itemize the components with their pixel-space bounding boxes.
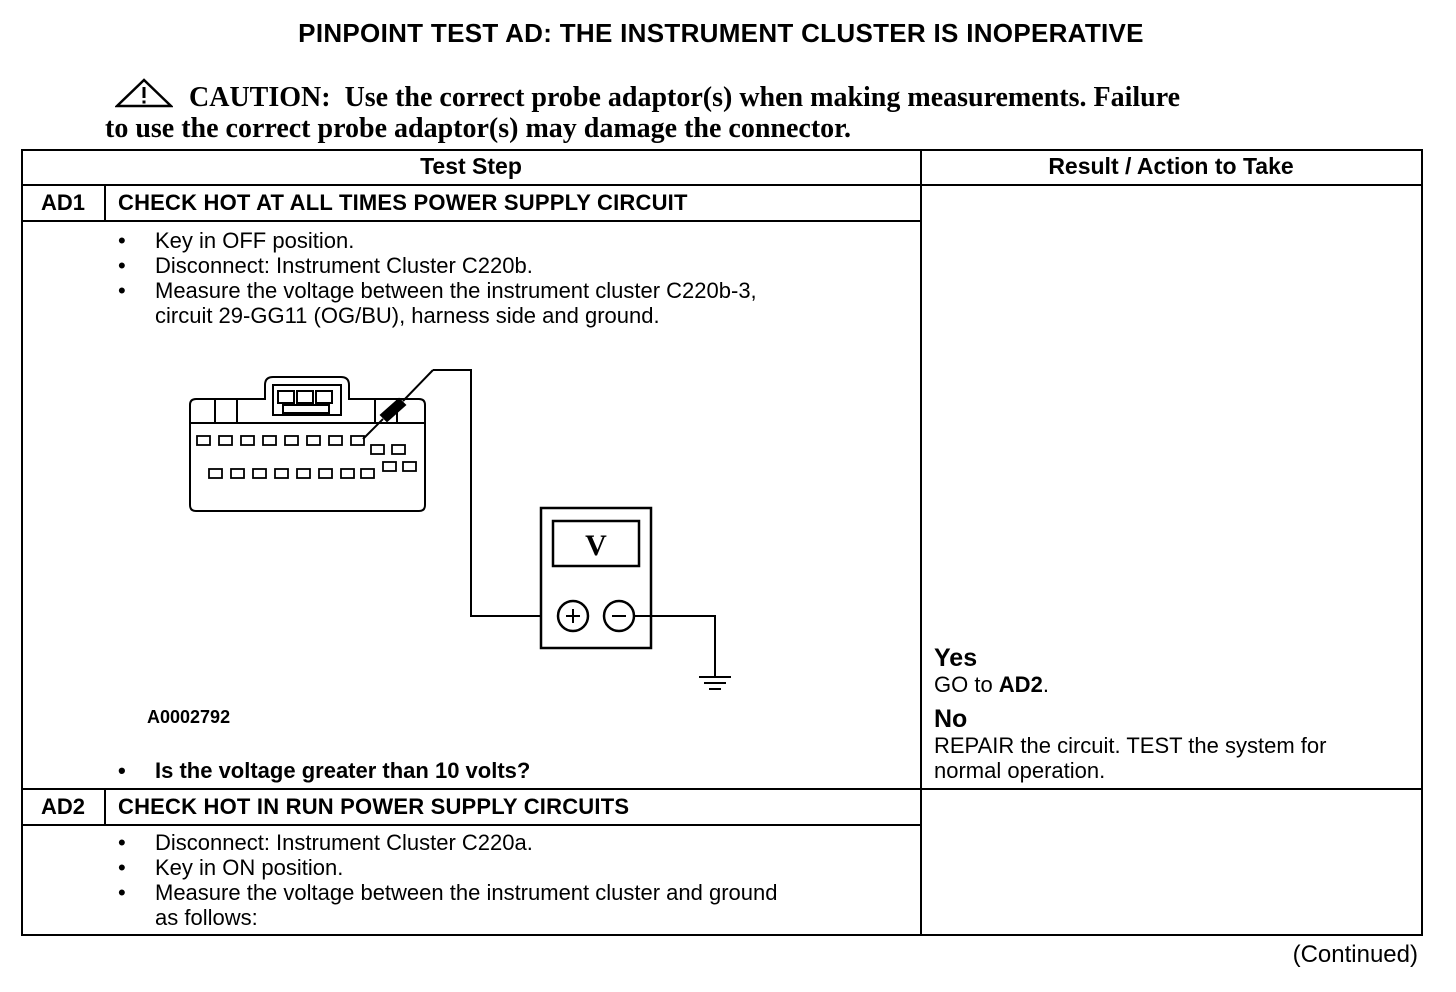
result-yes-text: GO to	[934, 672, 999, 697]
connector-pins-icon	[196, 435, 417, 479]
step-id-ad1: AD1	[40, 190, 85, 215]
list-item-continuation: as follows:	[118, 905, 778, 930]
result-yes-target-link[interactable]: AD2	[998, 672, 1043, 697]
question-text: Is the voltage greater than 10 volts?	[118, 758, 530, 783]
header-test-step: Test Step	[420, 153, 522, 179]
step-ad1-question: Is the voltage greater than 10 volts?	[118, 758, 530, 783]
list-item: Key in ON position.	[118, 855, 778, 880]
caution-text-line2: to use the correct probe adaptor(s) may …	[105, 113, 852, 144]
step-ad2-instructions: Disconnect: Instrument Cluster C220a. Ke…	[118, 830, 778, 930]
list-item: Measure the voltage between the instrume…	[118, 278, 757, 303]
voltmeter-label: V	[585, 529, 607, 562]
list-item: Disconnect: Instrument Cluster C220b.	[118, 253, 757, 278]
list-item: Disconnect: Instrument Cluster C220a.	[118, 830, 778, 855]
warning-triangle-icon	[115, 78, 173, 108]
continued-label: (Continued)	[1292, 941, 1418, 968]
caution-label: CAUTION:	[189, 82, 331, 113]
list-item-continuation-text: as follows:	[155, 905, 258, 930]
list-item: Measure the voltage between the instrume…	[118, 880, 778, 905]
figure-id: A0002792	[147, 707, 231, 727]
voltmeter-icon	[539, 506, 653, 650]
header-result: Result / Action to Take	[1048, 153, 1294, 179]
result-no-line2: normal operation.	[934, 758, 1106, 783]
step-ad1-instructions: Key in OFF position. Disconnect: Instrum…	[118, 228, 757, 328]
result-yes-end: .	[1042, 672, 1049, 697]
caution-text-line1: Use the correct probe adaptor(s) when ma…	[344, 82, 1181, 113]
caution-notice: CAUTION: Use the correct probe adaptor(s…	[105, 78, 1325, 144]
ground-icon	[634, 615, 731, 690]
step-title-ad1: CHECK HOT AT ALL TIMES POWER SUPPLY CIRC…	[118, 190, 688, 215]
probe-icon	[362, 369, 540, 617]
voltmeter-connector-diagram: V	[189, 369, 731, 690]
list-item-continuation: circuit 29-GG11 (OG/BU), harness side an…	[118, 303, 757, 328]
step-id-ad2: AD2	[40, 794, 85, 819]
list-item-continuation-text: circuit 29-GG11 (OG/BU), harness side an…	[155, 303, 660, 328]
result-yes-action: GO to AD2.	[934, 672, 1049, 697]
page-title: PINPOINT TEST AD: THE INSTRUMENT CLUSTER…	[298, 18, 1144, 48]
list-item: Key in OFF position.	[118, 228, 757, 253]
result-yes-label: Yes	[934, 644, 978, 672]
result-no-label: No	[934, 705, 968, 733]
result-no-line1: REPAIR the circuit. TEST the system for	[934, 733, 1327, 758]
step-title-ad2: CHECK HOT IN RUN POWER SUPPLY CIRCUITS	[118, 794, 630, 819]
